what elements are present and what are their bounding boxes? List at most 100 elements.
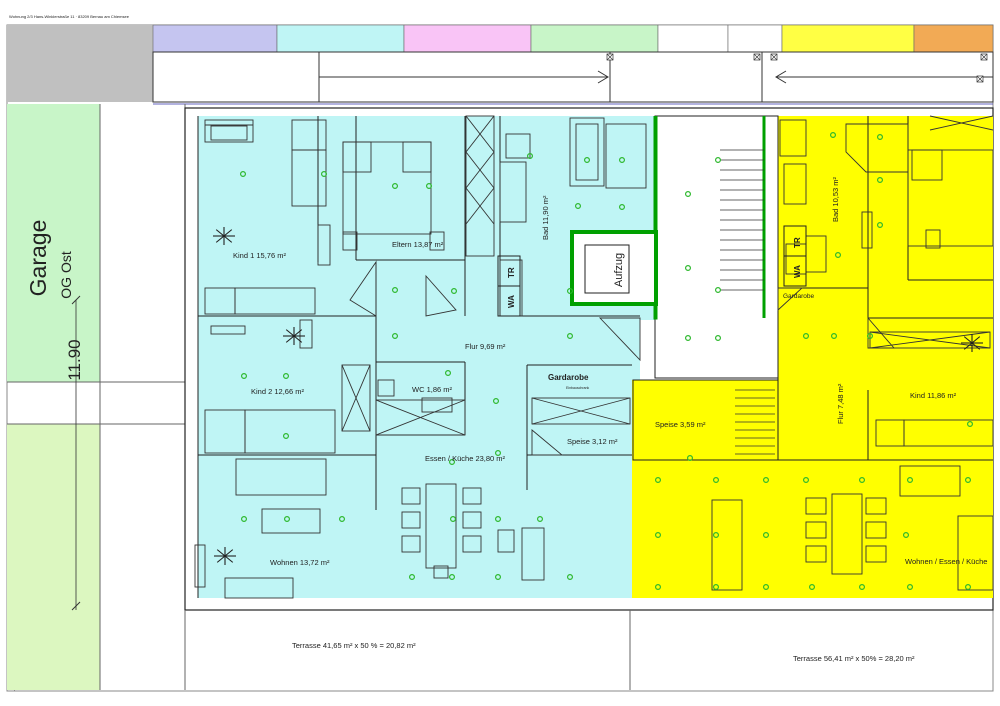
legend-swatch [913, 24, 994, 53]
ceiling-light-icon [583, 157, 590, 164]
ceiling-light-icon [906, 583, 913, 590]
garage-zone-lower [7, 424, 100, 690]
room-wc: WC 1,86 m² [412, 385, 453, 394]
room-eltern: Eltern 13,87 m² [392, 240, 444, 249]
ceiling-light-icon [392, 287, 399, 294]
window-marker-icon [980, 53, 988, 61]
label-tr-right: TR [793, 237, 802, 248]
ceiling-light-icon [495, 515, 502, 522]
room-flur-left: Flur 9,69 m² [465, 342, 506, 351]
garage-zone-upper [7, 104, 100, 382]
ceiling-light-icon [654, 477, 661, 484]
label-tr-left: TR [507, 267, 516, 278]
ceiling-light-icon [241, 373, 248, 380]
window-marker-icon [976, 75, 984, 83]
ceiling-light-icon [802, 333, 809, 340]
ceiling-light-icons [240, 132, 973, 590]
label-wa-left: WA [507, 295, 516, 308]
ceiling-light-icon [654, 531, 661, 538]
ceiling-light-icon [714, 287, 721, 294]
window-marker-icon [753, 53, 761, 61]
plant-icon [214, 547, 236, 565]
legend-swatch [781, 24, 915, 53]
window-marker-icon [606, 53, 614, 61]
ceiling-light-icon [450, 515, 457, 522]
apartment-right [632, 116, 993, 598]
room-wohnen-right: Wohnen / Essen / Küche [905, 557, 987, 566]
ceiling-light-icon [714, 157, 721, 164]
terrace-right-label: Terrasse 56,41 m² x 50% = 28,20 m² [793, 654, 915, 663]
ceiling-light-icon [876, 177, 883, 184]
room-bad-right: Bad 10,53 m² [831, 176, 840, 222]
ceiling-light-icon [876, 222, 883, 229]
right-furniture [711, 115, 994, 591]
ceiling-light-icon [684, 191, 691, 198]
grey-block [7, 25, 153, 102]
wa-box-left [497, 285, 521, 317]
ceiling-light-icon [808, 583, 815, 590]
dimension-tick [71, 601, 81, 611]
ceiling-light-icon [241, 515, 248, 522]
ceiling-light-icon [445, 370, 452, 377]
elevator-label: Aufzug [613, 253, 625, 287]
room-kind2: Kind 2 12,66 m² [251, 387, 304, 396]
ceiling-light-icon [712, 583, 719, 590]
arrow-right-icon [597, 70, 609, 84]
ceiling-light-icon [714, 335, 721, 342]
apartment-left [198, 116, 655, 598]
room-kind-right: Kind 11,86 m² [910, 391, 957, 400]
ceiling-light-icon [654, 583, 661, 590]
ceiling-light-icon [964, 583, 971, 590]
ceiling-light-icon [409, 573, 416, 580]
garage-dimension: 11.90 [65, 339, 84, 380]
room-bad-left: Bad 11,90 m² [541, 195, 550, 240]
room-flur-right: Flur 7,48 m² [836, 383, 845, 424]
ceiling-light-icon [426, 183, 433, 190]
ceiling-light-icon [834, 252, 841, 259]
label-einbauschrank: Einbauschrank [566, 386, 589, 390]
ceiling-light-icon [684, 265, 691, 272]
ceiling-light-icon [451, 288, 458, 295]
room-essen-kueche: Essen / Küche 23,80 m² [425, 454, 506, 463]
room-speise-right: Speise 3,59 m² [655, 420, 706, 429]
plant-icon [961, 334, 983, 352]
room-gardarobe-right: Gardarobe [783, 293, 814, 300]
ceiling-light-icon [858, 477, 865, 484]
ceiling-light-icon [618, 204, 625, 211]
stair-steps-lower [735, 389, 775, 455]
ceiling-light-icon [876, 134, 883, 141]
ceiling-light-icon [283, 433, 290, 440]
ceiling-light-icon [712, 531, 719, 538]
plant-icon [283, 327, 305, 345]
garage-title: Garage [25, 220, 51, 297]
ceiling-light-icon [902, 531, 909, 538]
ceiling-light-icon [829, 132, 836, 139]
ceiling-light-icon [526, 153, 533, 160]
ceiling-light-icon [495, 573, 502, 580]
ceiling-light-icon [684, 335, 691, 342]
ceiling-light-icon [762, 531, 769, 538]
ceiling-light-icon [392, 333, 399, 340]
ceiling-light-icon [966, 421, 973, 428]
ceiling-light-icon [284, 515, 291, 522]
room-gardarobe-left: Gardarobe [548, 373, 589, 382]
ceiling-light-icon [712, 477, 719, 484]
ceiling-light-icon [283, 373, 290, 380]
ceiling-light-icon [866, 333, 873, 340]
stair-wall-left [653, 116, 658, 320]
legend-swatch [727, 24, 783, 53]
ceiling-light-icon [566, 333, 573, 340]
speise-right-box [632, 379, 779, 461]
ceiling-light-icon [339, 515, 346, 522]
dimension-tick [71, 295, 81, 305]
window-markers [606, 53, 988, 83]
header-small-text: Wohnung 2/3 Hans-Winklerstraße 11 · 8320… [9, 14, 130, 19]
ceiling-light-icon [762, 583, 769, 590]
stair-steps [720, 149, 764, 291]
stair-core [654, 115, 779, 379]
elevator-cabin [584, 244, 630, 294]
ceiling-light-icon [321, 171, 328, 178]
legend-swatch [530, 24, 659, 53]
